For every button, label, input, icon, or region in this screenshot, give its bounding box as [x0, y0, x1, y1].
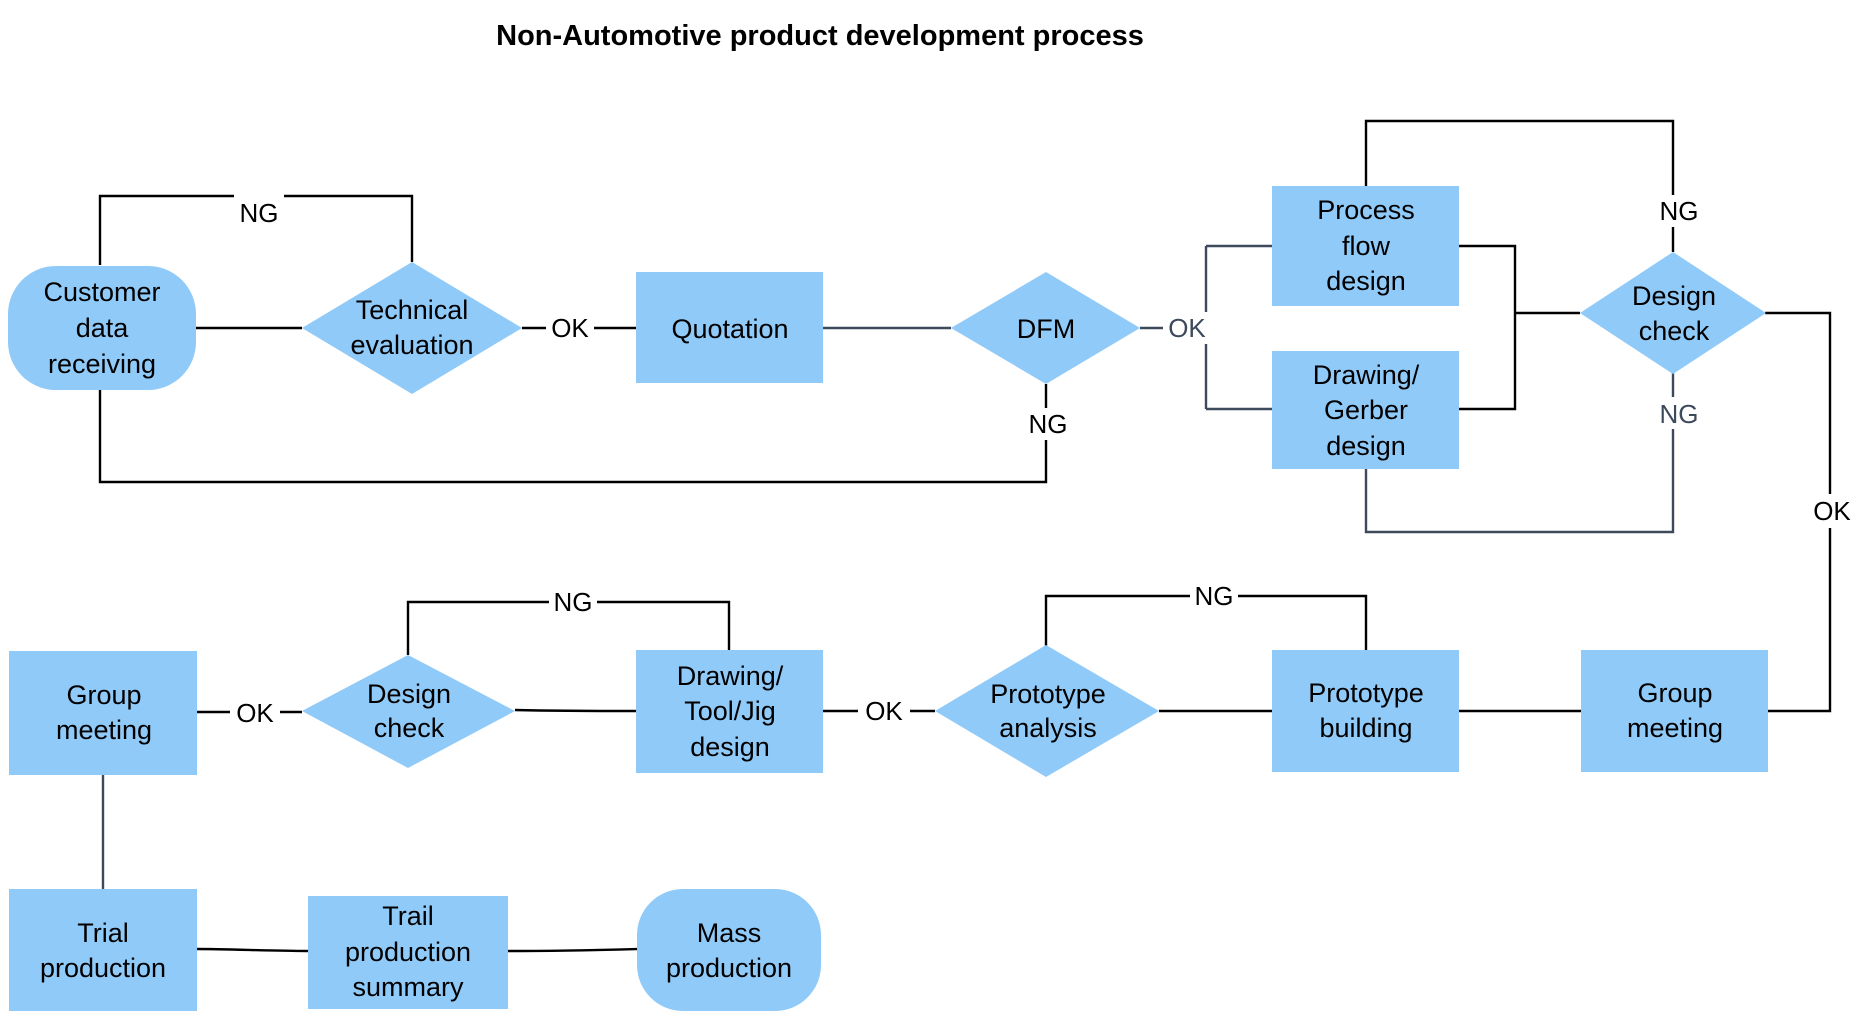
node-label-line: Design [367, 679, 451, 709]
node-technical-evaluation: Technical evaluation [302, 262, 522, 394]
node-label-line: Design [1632, 281, 1716, 311]
node-label-line: design [1326, 431, 1406, 461]
node-drawing-tool-jig-design: Drawing/ Tool/Jig design [636, 650, 823, 773]
edge-label-tech-ok: OK [551, 313, 589, 343]
node-mass-production: Mass production [637, 889, 821, 1011]
edge-dfm-ng-loop [98, 384, 1048, 484]
edge-check1-ng-bottom-loop [1364, 372, 1675, 534]
edge-label-dfm-ok: OK [1168, 313, 1206, 343]
node-label-line: Trial [77, 918, 129, 948]
node-customer-data-receiving: Customer data receiving [8, 266, 196, 390]
node-label-line: Drawing/ [1313, 360, 1420, 390]
node-design-check-1: Design check [1580, 252, 1766, 374]
node-label-line: Gerber [1324, 395, 1408, 425]
node-label-line: Drawing/ [677, 661, 784, 691]
node-dfm: DFM [951, 272, 1140, 384]
node-label-line: check [1639, 316, 1710, 346]
node-group-meeting-1: Group meeting [1581, 650, 1768, 772]
node-label-line: meeting [56, 715, 152, 745]
node-label-line: flow [1342, 231, 1391, 261]
node-label-line: Group [1637, 678, 1712, 708]
node-label-line: Tool/Jig [684, 696, 776, 726]
node-trial-production: Trial production [9, 889, 197, 1011]
node-label-line: Quotation [671, 314, 788, 344]
node-label-line: Prototype [1308, 678, 1424, 708]
node-label-line: Customer [43, 277, 160, 307]
node-label-line: summary [352, 972, 464, 1002]
edge-label-check1-ng-top: NG [1660, 196, 1699, 226]
edge-label-analysis-ok: OK [865, 696, 903, 726]
edge-trial-to-summary [196, 947, 309, 953]
node-prototype-building: Prototype building [1272, 650, 1459, 772]
node-label-line: meeting [1627, 713, 1723, 743]
edge-label-analysis-ng: NG [1195, 581, 1234, 611]
edge-label-check2-ng: NG [554, 587, 593, 617]
edge-label-check1-ng-bottom: NG [1660, 399, 1699, 429]
node-label-line: analysis [999, 713, 1097, 743]
node-label-line: production [345, 937, 471, 967]
node-label-line: Prototype [990, 679, 1106, 709]
diagram-title: Non-Automotive product development proce… [496, 20, 1144, 52]
edge-label-check1-ok: OK [1813, 496, 1851, 526]
node-design-check-2: Design check [302, 655, 515, 768]
node-process-flow-design: Process flow design [1272, 186, 1459, 306]
edge-summary-to-mass [507, 947, 638, 953]
node-trial-production-summary: Trail production summary [308, 896, 508, 1009]
edge-labels: NG OK OK NG NG NG OK NG OK NG OK [230, 182, 1856, 729]
edge-label-check2-ok: OK [236, 698, 274, 728]
node-label-line: evaluation [350, 330, 473, 360]
edge-check1-ng-top-loop [1364, 119, 1675, 252]
edge-label-tech-ng: NG [240, 198, 279, 228]
node-label-line: Mass [697, 918, 762, 948]
node-prototype-analysis: Prototype analysis [935, 645, 1159, 777]
node-label-line: Group [66, 680, 141, 710]
node-group-meeting-2: Group meeting [9, 651, 197, 775]
node-label-line: DFM [1017, 314, 1075, 344]
node-label-line: check [374, 713, 445, 743]
edge-merge-bus [1459, 244, 1517, 411]
node-drawing-gerber-design: Drawing/ Gerber design [1272, 351, 1459, 469]
node-label-line: design [690, 732, 770, 762]
node-label-line: building [1319, 713, 1412, 743]
node-label-line: production [666, 953, 792, 983]
node-label-line: production [40, 953, 166, 983]
edge-drawing-to-check2 [514, 708, 637, 713]
node-label-line: data [76, 313, 130, 343]
edges [98, 119, 1832, 953]
node-label-line: receiving [48, 349, 156, 379]
edge-label-dfm-ng: NG [1029, 409, 1068, 439]
node-label-line: Process [1317, 195, 1415, 225]
node-label-line: Trail [382, 901, 434, 931]
node-quotation: Quotation [636, 272, 823, 383]
node-label-line: design [1326, 266, 1406, 296]
node-label-line: Technical [356, 295, 469, 325]
